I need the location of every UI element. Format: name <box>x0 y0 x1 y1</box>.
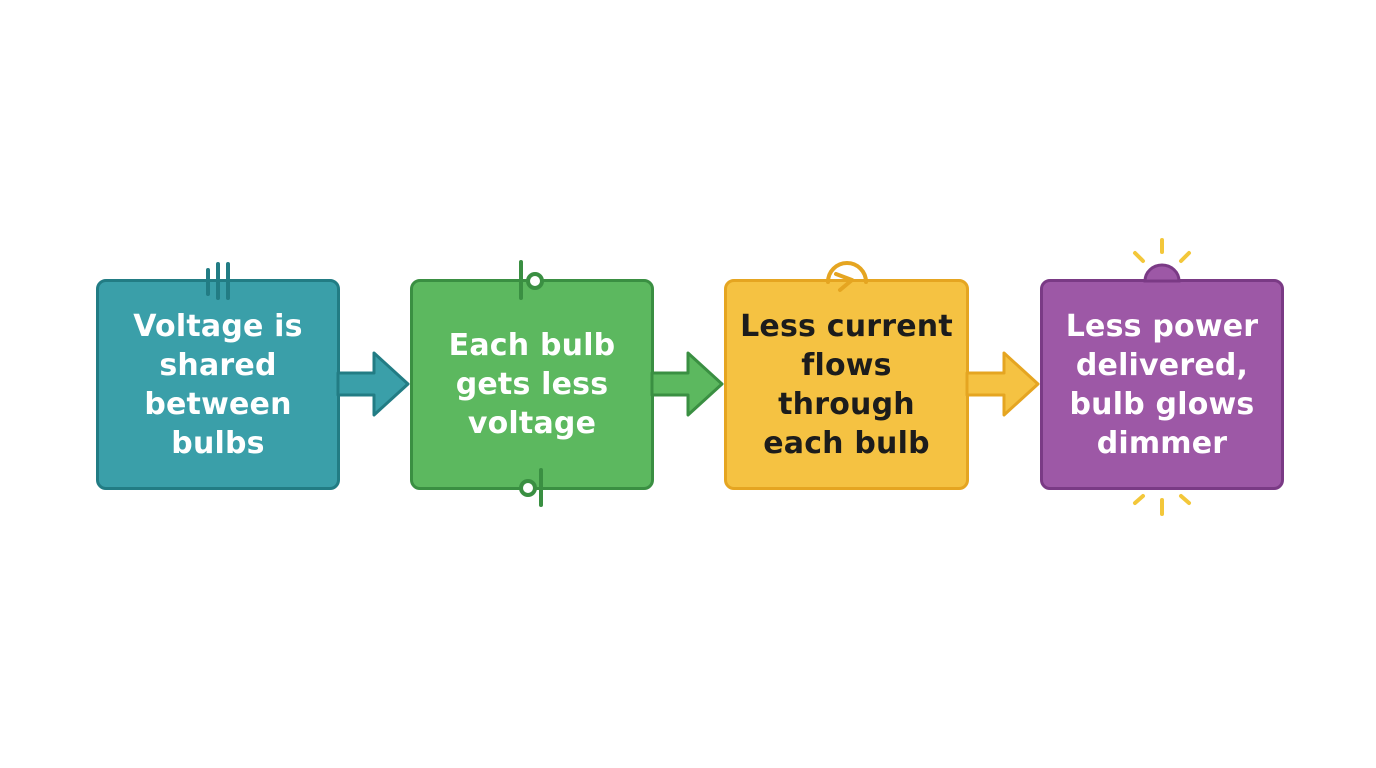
step-label: Each bulb gets less voltage <box>448 328 616 441</box>
step-label: Less current flows through each bulb <box>740 308 953 461</box>
flow-arrow-2 <box>650 351 724 417</box>
step-box-less-current: Less current flows through each bulb <box>724 279 969 490</box>
step-label: Voltage is shared between bulbs <box>133 308 303 461</box>
flow-arrow-1 <box>336 351 410 417</box>
step-box-less-voltage: Each bulb gets less voltage <box>410 279 654 490</box>
glow-rays-top-icon <box>1133 238 1191 263</box>
step-box-less-power: Less power delivered, bulb glows dimmer <box>1040 279 1284 490</box>
step-box-voltage-shared: Voltage is shared between bulbs <box>96 279 340 490</box>
step-label: Less power delivered, bulb glows dimmer <box>1065 308 1259 461</box>
glow-rays-bottom-icon <box>1133 494 1191 516</box>
flow-arrow-3 <box>965 351 1040 417</box>
